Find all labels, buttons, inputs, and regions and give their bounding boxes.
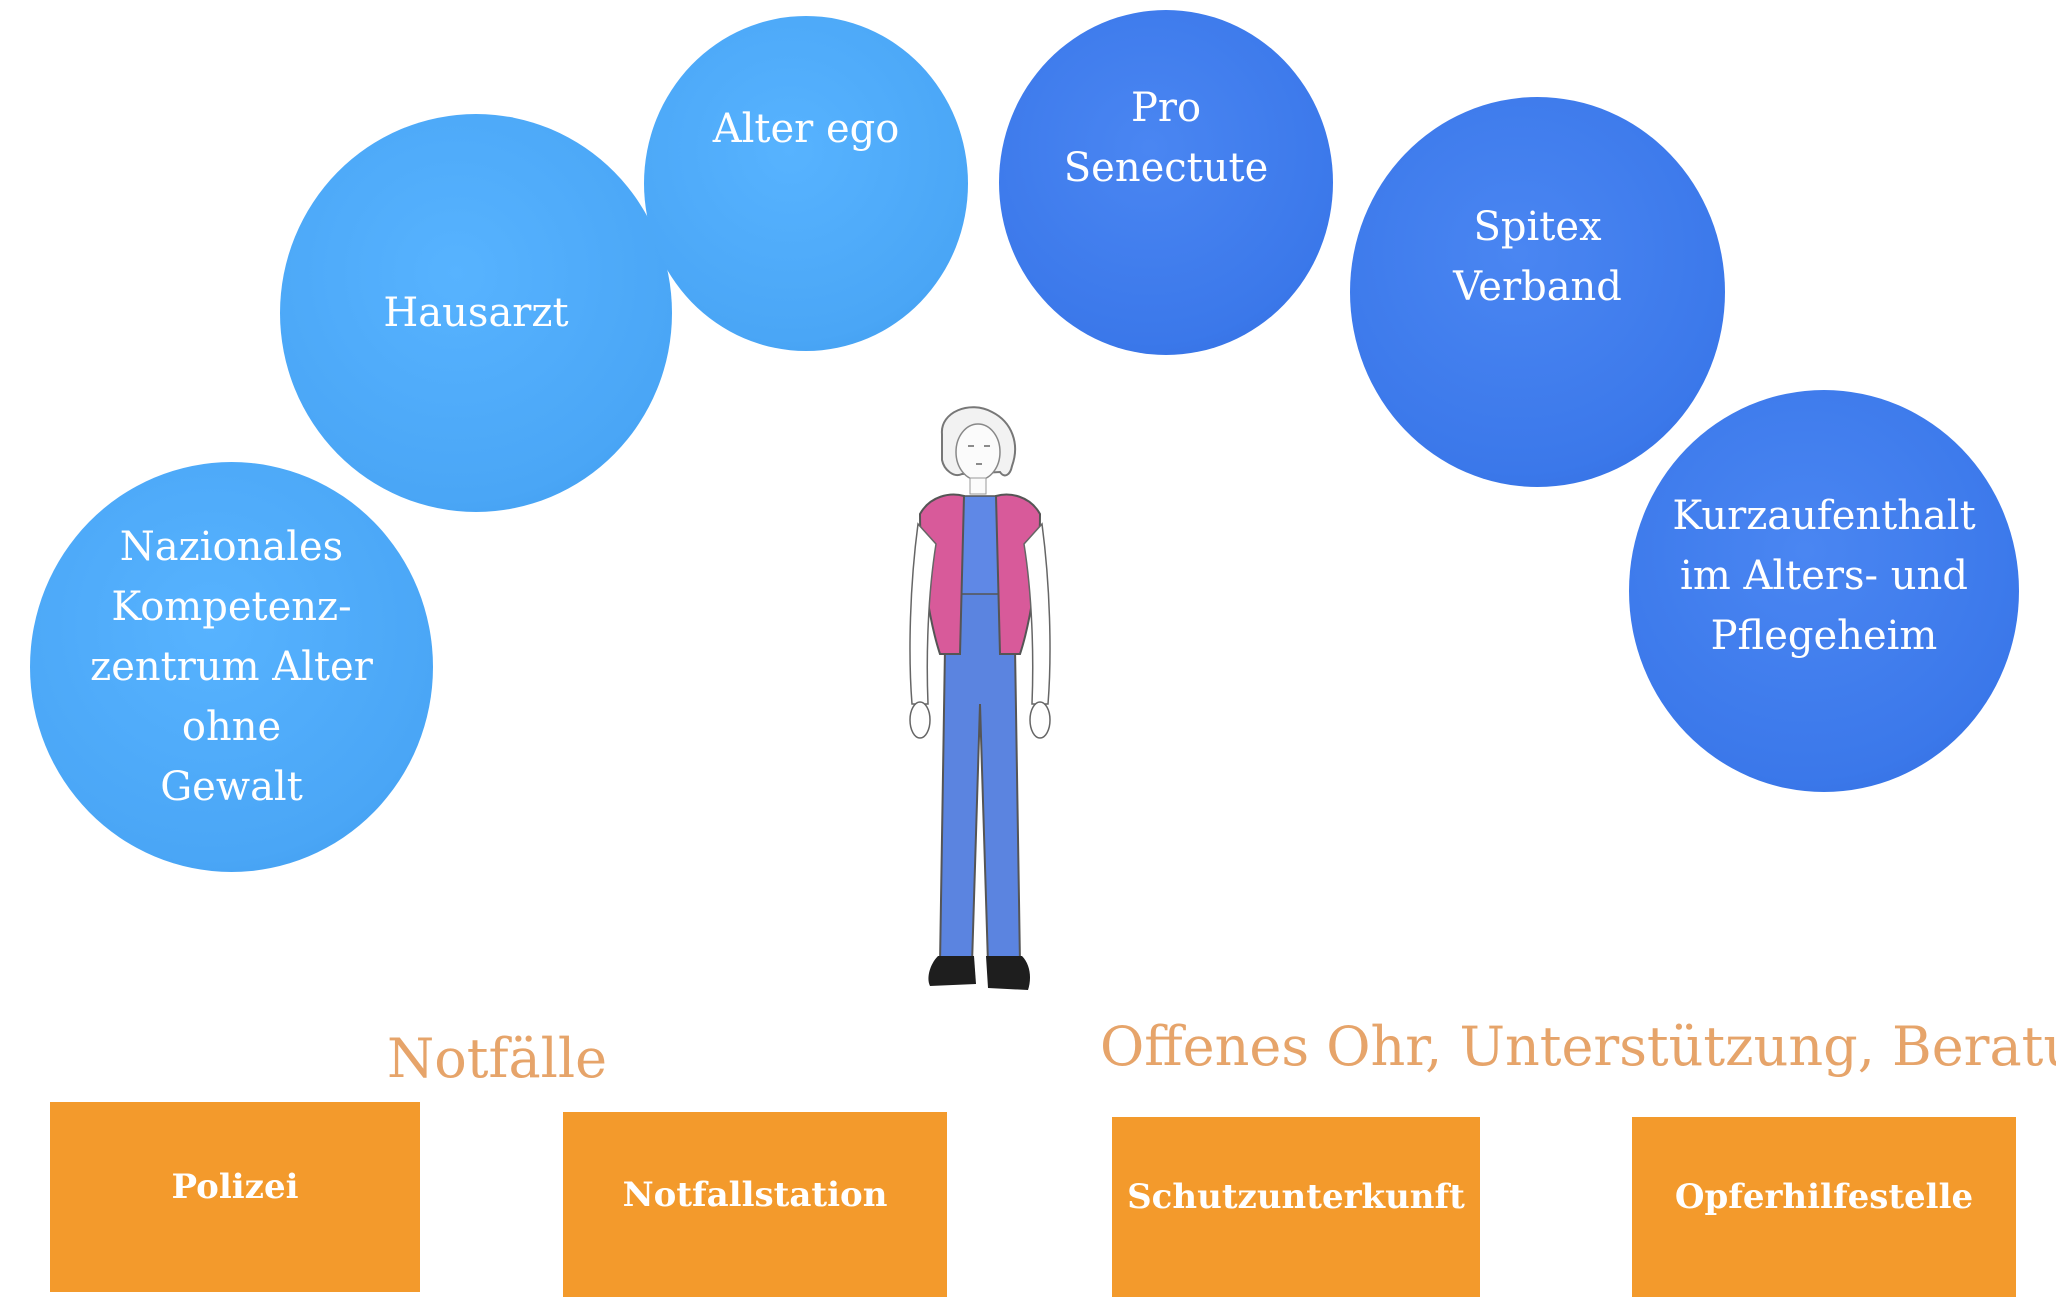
box-schutzunterkunft: Schutzunterkunft — [1112, 1117, 1480, 1297]
circle-nazionales: Nazionales Kompetenz- zentrum Alter ohne… — [30, 462, 433, 872]
box-notfallstation: Notfallstation — [563, 1112, 947, 1297]
box-label: Schutzunterkunft — [1127, 1177, 1465, 1217]
box-opferhilfestelle: Opferhilfestelle — [1632, 1117, 2016, 1297]
heading-emergencies: Notfälle — [387, 1027, 608, 1090]
box-label: Opferhilfestelle — [1674, 1177, 1974, 1217]
circle-label: Kurzaufenthalt im Alters- und Pflegeheim — [1672, 493, 1976, 659]
box-label: Notfallstation — [622, 1174, 888, 1215]
circle-label: Spitex Verband — [1453, 204, 1622, 310]
circle-label: Alter ego — [712, 105, 900, 152]
circle-label: Pro Senectute — [1063, 84, 1269, 191]
circle-pro-senectute: Pro Senectute — [999, 10, 1333, 355]
circle-hausarzt: Hausarzt — [280, 114, 672, 512]
box-label: Polizei — [171, 1167, 299, 1207]
box-polizei: Polizei — [50, 1102, 420, 1292]
circle-kurzaufenthalt: Kurzaufenthalt im Alters- und Pflegeheim — [1629, 390, 2019, 792]
circle-spitex: Spitex Verband — [1350, 97, 1725, 487]
circle-label: Nazionales Kompetenz- zentrum Alter ohne… — [90, 524, 373, 810]
circle-alter-ego: Alter ego — [644, 16, 968, 351]
circle-label: Hausarzt — [383, 290, 569, 336]
elderly-woman-figure-icon — [909, 406, 1051, 990]
heading-support: Offenes Ohr, Unterstützung, Beratung — [1100, 1015, 2056, 1078]
